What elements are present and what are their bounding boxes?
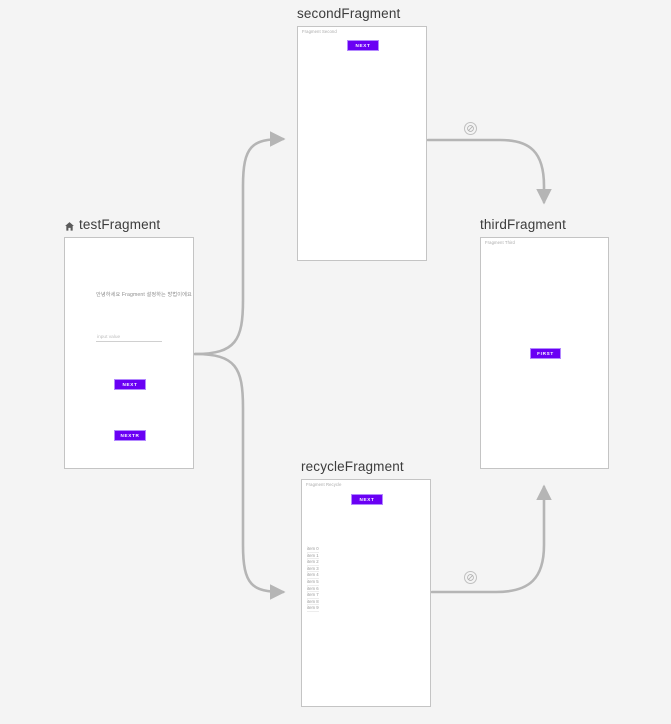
edge-recycle-to-third[interactable] [430,484,552,594]
preview-button-next[interactable]: NEXT [347,40,379,51]
node-title-recyclefragment: recycleFragment [301,459,431,475]
preview-button-next[interactable]: NEXT [114,379,146,390]
destination-node-testfragment[interactable]: testFragment 안녕하세요 Fragment 설정하는 방법이에요 i… [64,217,194,469]
list-item[interactable]: item 4 [307,572,319,579]
node-title-label: recycleFragment [301,459,404,474]
node-preview-secondfragment[interactable]: Fragment Second NEXT [297,26,427,261]
destination-node-recyclefragment[interactable]: recycleFragment Fragment Recycle NEXT it… [301,459,431,707]
list-item[interactable]: item 6 [307,585,319,593]
list-item[interactable]: item 2 [307,559,319,566]
preview-button-first[interactable]: FIRST [530,348,561,359]
destination-node-secondfragment[interactable]: secondFragment Fragment Second NEXT [297,6,427,261]
list-item[interactable]: item 7 [307,592,319,599]
node-preview-testfragment[interactable]: 안녕하세요 Fragment 설정하는 방법이에요 input value NE… [64,237,194,469]
edge-test-to-second[interactable] [193,131,286,356]
preview-button-nextr[interactable]: NEXTR [114,430,146,441]
action-glyph-icon [467,125,474,132]
input-placeholder: input value [97,335,121,340]
preview-fragment-label: Fragment Second [302,29,337,34]
list-item[interactable]: item 3 [307,565,319,573]
node-title-label: thirdFragment [480,217,566,232]
preview-button-next[interactable]: NEXT [351,494,383,505]
action-icon-second-to-third[interactable] [464,122,477,135]
list-item[interactable]: item 5 [307,578,319,586]
edge-test-to-recycle[interactable] [193,352,286,600]
list-item[interactable]: item 9 [307,605,319,612]
preview-body-text: 안녕하세요 Fragment 설정하는 방법이에요 [96,292,192,298]
node-title-label: testFragment [79,217,161,232]
edge-second-to-third[interactable] [426,138,552,205]
node-title-testfragment: testFragment [64,217,194,233]
input-value-field[interactable]: input value [96,331,162,342]
action-glyph-icon [467,574,474,581]
action-icon-recycle-to-third[interactable] [464,571,477,584]
list-item[interactable]: item 0 [307,546,319,553]
node-preview-thirdfragment[interactable]: Fragment Third FIRST [480,237,609,469]
list-item[interactable]: item 1 [307,552,319,560]
preview-fragment-label: Fragment Third [485,240,515,245]
node-title-label: secondFragment [297,6,401,21]
home-icon [64,220,75,231]
node-title-thirdfragment: thirdFragment [480,217,609,233]
destination-node-thirdfragment[interactable]: thirdFragment Fragment Third FIRST [480,217,609,469]
node-title-secondfragment: secondFragment [297,6,427,22]
preview-fragment-label: Fragment Recycle [306,482,342,487]
list-item[interactable]: item 8 [307,598,319,606]
